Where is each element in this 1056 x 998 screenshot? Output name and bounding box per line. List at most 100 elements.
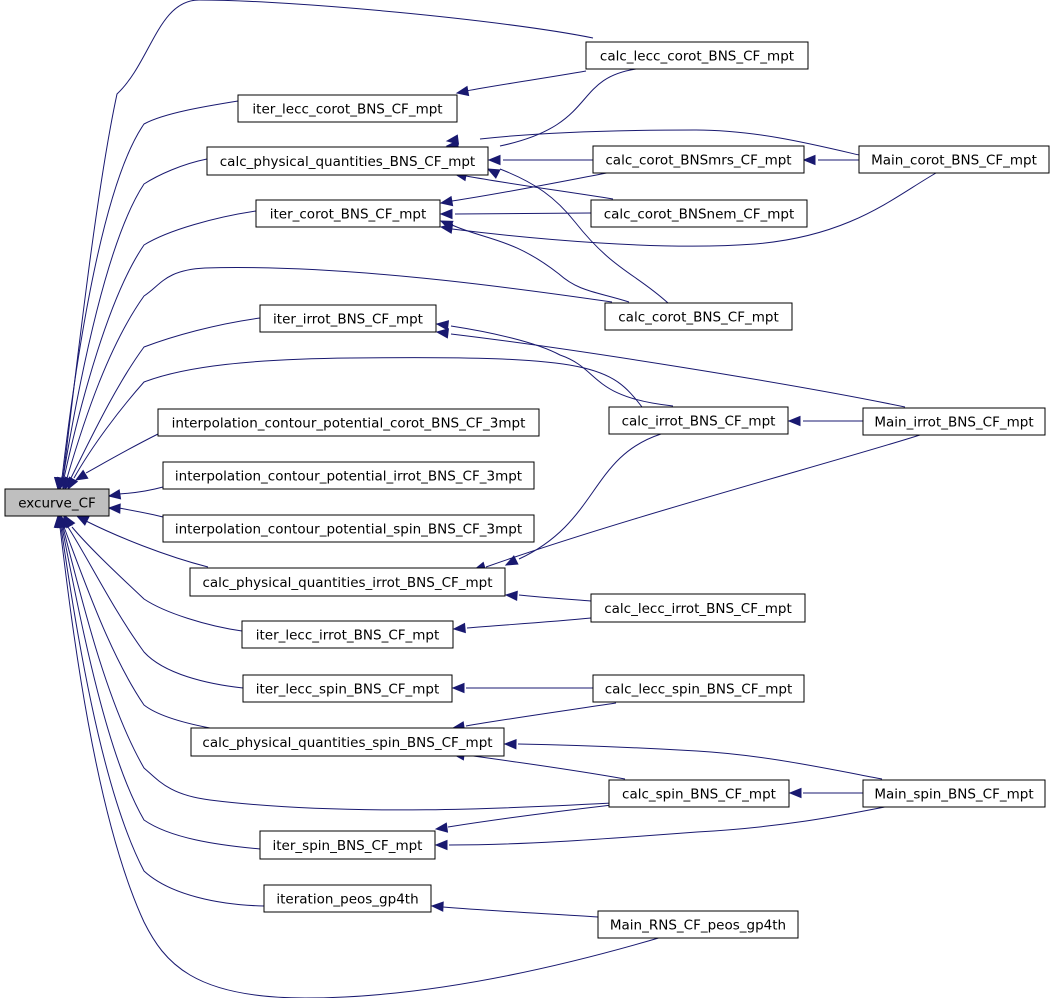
node-calc-phys-spin[interactable]: calc_physical_quantities_spin_BNS_CF_mpt [190, 727, 505, 757]
node-box[interactable] [206, 146, 489, 176]
node-calc-lecc-corot[interactable]: calc_lecc_corot_BNS_CF_mpt [585, 41, 809, 70]
node-main-rns[interactable]: Main_RNS_CF_peos_gp4th [597, 910, 799, 939]
node-box[interactable] [585, 41, 809, 70]
node-calc-irrot[interactable]: calc_irrot_BNS_CF_mpt [608, 406, 789, 435]
node-box[interactable] [190, 727, 505, 757]
node-box[interactable] [237, 94, 458, 123]
node-interp-corot[interactable]: interpolation_contour_potential_corot_BN… [157, 408, 540, 437]
node-box[interactable] [592, 145, 805, 174]
arrowhead-icon [430, 901, 444, 912]
node-box[interactable] [259, 830, 436, 860]
call-edge-main-rns-to-root [53, 514, 663, 998]
node-box[interactable] [242, 674, 453, 703]
node-box[interactable] [259, 304, 437, 333]
arrowhead-icon [434, 822, 449, 833]
node-box[interactable] [162, 461, 535, 490]
call-edge-main-rns-to-iteration-peos [430, 901, 599, 918]
node-box[interactable] [162, 514, 535, 543]
edge-line [442, 906, 599, 918]
node-interp-spin[interactable]: interpolation_contour_potential_spin_BNS… [162, 514, 535, 543]
call-edge-main-spin-to-calc-phys-spin [503, 738, 883, 780]
node-box[interactable] [862, 407, 1046, 436]
node-iter-lecc-corot[interactable]: iter_lecc_corot_BNS_CF_mpt [237, 94, 458, 123]
edge-line [465, 175, 614, 200]
arrowhead-icon [787, 415, 801, 427]
node-calc-phys-irrot[interactable]: calc_physical_quantities_irrot_BNS_CF_mp… [189, 567, 506, 597]
edge-line [63, 526, 211, 729]
arrowhead-icon [503, 738, 517, 750]
node-label: iter_lecc_corot_BNS_CF_mpt [252, 102, 442, 118]
node-iter-spin[interactable]: iter_spin_BNS_CF_mpt [259, 830, 436, 860]
node-box[interactable] [604, 302, 793, 331]
node-box[interactable] [255, 199, 441, 228]
node-box[interactable] [608, 406, 789, 435]
node-label: calc_physical_quantities_spin_BNS_CF_mpt [202, 735, 492, 751]
node-iter-corot[interactable]: iter_corot_BNS_CF_mpt [255, 199, 441, 228]
node-label: calc_irrot_BNS_CF_mpt [622, 414, 776, 430]
node-box[interactable] [608, 779, 790, 808]
node-box[interactable] [189, 567, 506, 597]
call-edge-calc-corot-nem-to-iter-corot [439, 208, 592, 220]
node-calc-corot[interactable]: calc_corot_BNS_CF_mpt [604, 302, 793, 331]
node-box[interactable] [590, 199, 808, 228]
call-edge-iter-spin-to-root [55, 514, 261, 850]
call-edge-interp-corot-to-root [74, 433, 159, 481]
call-edge-main-spin-to-iter-spin [434, 805, 891, 851]
node-main-irrot[interactable]: Main_irrot_BNS_CF_mpt [862, 407, 1046, 436]
edge-line [465, 70, 587, 92]
arrowhead-icon [452, 622, 466, 634]
node-box[interactable] [157, 408, 540, 437]
edge-line [450, 325, 674, 407]
edge-line [479, 129, 860, 156]
edge-line [448, 805, 891, 846]
node-iter-lecc-irrot[interactable]: iter_lecc_irrot_BNS_CF_mpt [241, 620, 454, 649]
node-calc-phys-corot[interactable]: calc_physical_quantities_BNS_CF_mpt [206, 146, 489, 176]
edge-line [118, 486, 164, 495]
node-box[interactable] [862, 779, 1046, 808]
node-label: iter_irrot_BNS_CF_mpt [273, 312, 423, 328]
node-label: calc_spin_BNS_CF_mpt [622, 787, 776, 803]
node-calc-corot-mrs[interactable]: calc_corot_BNSmrs_CF_mpt [592, 145, 805, 174]
node-main-corot[interactable]: Main_corot_BNS_CF_mpt [858, 145, 1050, 174]
edge-line [73, 357, 643, 479]
node-box[interactable] [263, 884, 432, 913]
arrowhead-icon [788, 787, 802, 799]
arrowhead-icon [435, 328, 450, 339]
arrowhead-icon [504, 555, 519, 566]
call-edge-calc-lecc-irrot-to-calc-phys-irrot [504, 590, 592, 602]
node-iter-lecc-spin[interactable]: iter_lecc_spin_BNS_CF_mpt [242, 674, 453, 703]
node-label: Main_spin_BNS_CF_mpt [874, 787, 1033, 803]
edge-line [66, 267, 613, 479]
arrowhead-icon [486, 168, 501, 179]
call-edge-calc-lecc-spin-to-calc-phys-spin [451, 702, 617, 732]
node-box[interactable] [597, 910, 799, 939]
arrowhead-icon [439, 195, 454, 207]
node-box[interactable] [241, 620, 454, 649]
node-iteration-peos[interactable]: iteration_peos_gp4th [263, 884, 432, 913]
edge-line [518, 594, 592, 602]
call-edge-main-irrot-to-iter-irrot [435, 328, 906, 408]
node-calc-corot-nem[interactable]: calc_corot_BNSnem_CF_mpt [590, 199, 808, 228]
edge-line [447, 804, 613, 828]
call-edge-main-corot-to-calc-phys-corot [445, 129, 860, 156]
node-box[interactable] [592, 674, 805, 703]
call-edge-calc-spin-to-root [56, 514, 613, 811]
node-box[interactable] [4, 488, 110, 517]
node-box[interactable] [858, 145, 1050, 174]
node-iter-irrot[interactable]: iter_irrot_BNS_CF_mpt [259, 304, 437, 333]
node-box[interactable] [590, 593, 806, 623]
edge-line [61, 526, 261, 850]
arrowhead-icon [107, 489, 122, 500]
node-calc-lecc-irrot[interactable]: calc_lecc_irrot_BNS_CF_mpt [590, 593, 806, 623]
node-calc-lecc-spin[interactable]: calc_lecc_spin_BNS_CF_mpt [592, 674, 805, 703]
node-main-spin[interactable]: Main_spin_BNS_CF_mpt [862, 779, 1046, 808]
call-graph-nodes: excurve_CFiter_lecc_corot_BNS_CF_mptcalc… [4, 41, 1050, 939]
node-root[interactable]: excurve_CF [4, 488, 110, 517]
node-label: Main_irrot_BNS_CF_mpt [874, 415, 1033, 431]
edge-line [60, 526, 265, 907]
node-label: iter_spin_BNS_CF_mpt [273, 838, 423, 854]
arrowhead-icon [487, 154, 501, 166]
node-calc-spin[interactable]: calc_spin_BNS_CF_mpt [608, 779, 790, 808]
arrowhead-icon [439, 208, 453, 220]
node-interp-irrot[interactable]: interpolation_contour_potential_irrot_BN… [162, 461, 535, 490]
